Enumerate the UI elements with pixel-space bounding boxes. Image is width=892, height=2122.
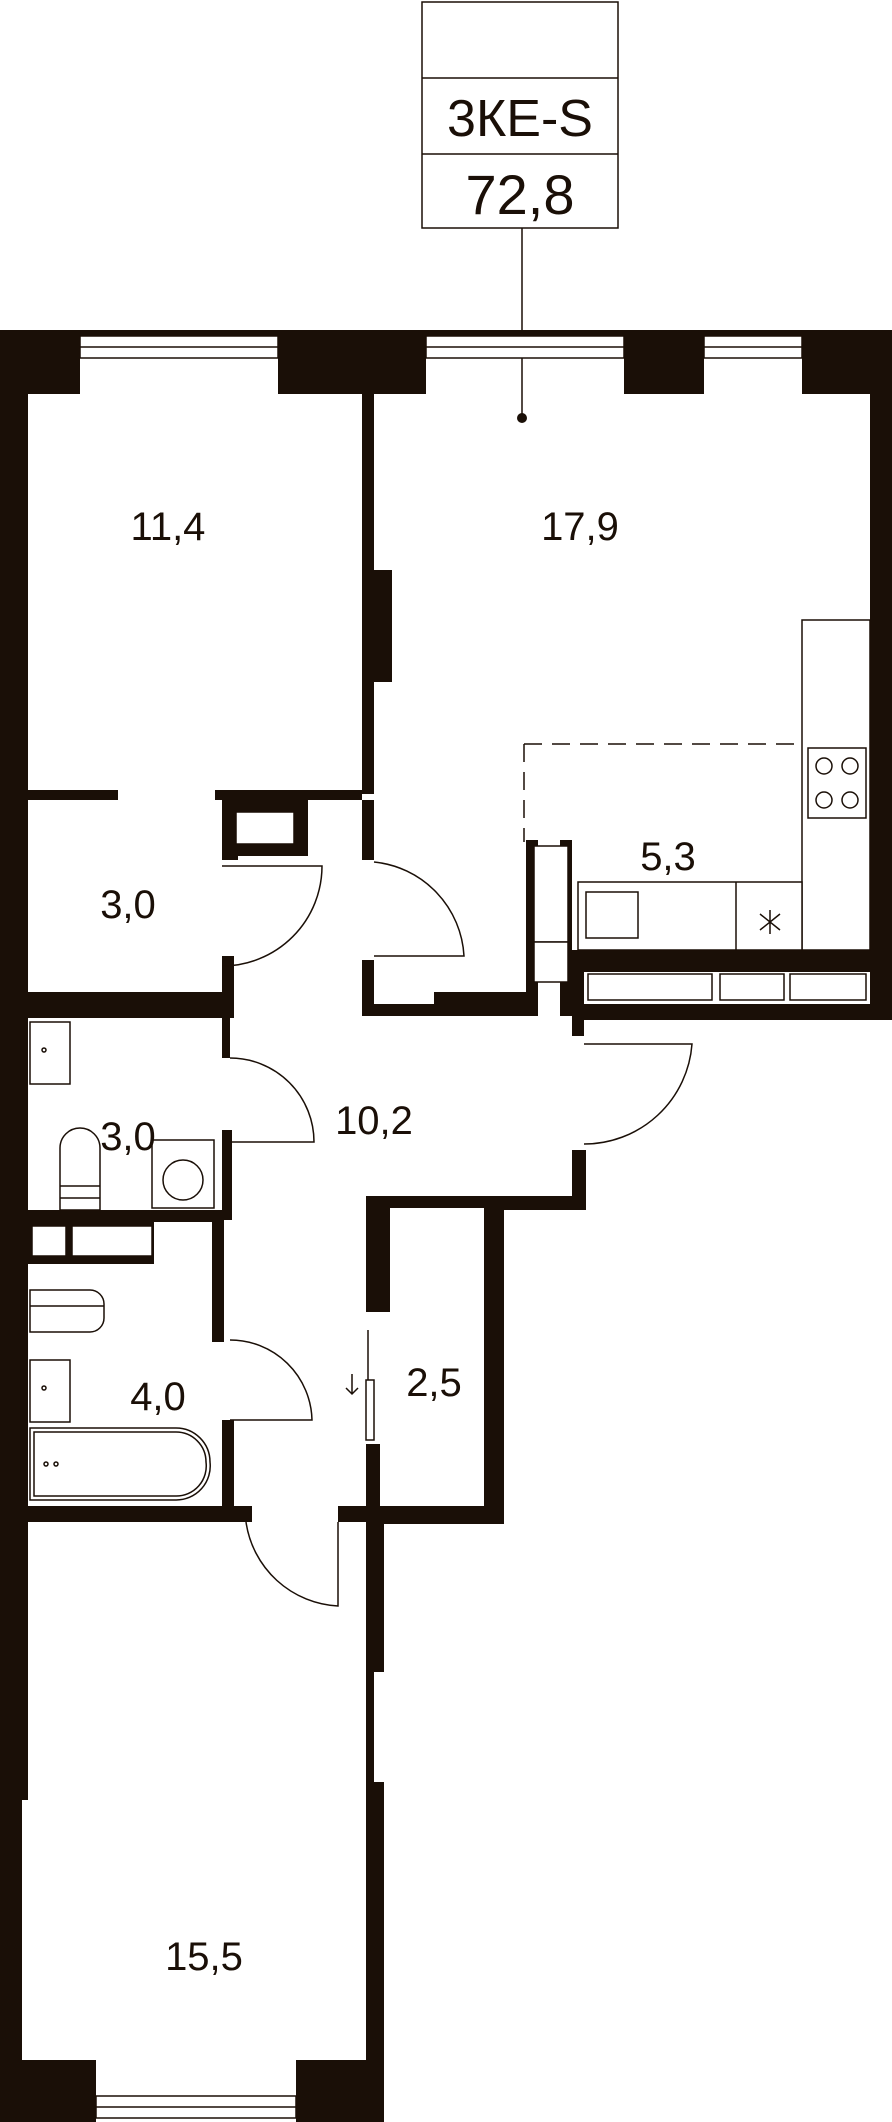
room-area-bathroom: 4,0 <box>130 1375 186 1419</box>
bathroom-fixtures <box>29 1289 211 1501</box>
room-area-kitchen: 5,3 <box>640 835 696 879</box>
wc-fixtures <box>29 1021 215 1211</box>
room-area-hall: 10,2 <box>335 1099 413 1143</box>
room-area-bedroom-bottom: 15,5 <box>165 1935 243 1979</box>
apartment-tag: 3КЕ-S 72,8 <box>421 1 619 423</box>
room-area-wc: 3,0 <box>100 1115 156 1159</box>
tag-pointer-dot <box>517 413 527 423</box>
kitchen-fixtures <box>523 619 871 1001</box>
walls <box>0 330 892 2122</box>
room-labels: 11,4 17,9 5,3 3,0 10,2 3,0 4,0 2,5 15,5 <box>100 505 696 1979</box>
total-area-label: 72,8 <box>466 163 575 226</box>
doors <box>221 861 693 1607</box>
room-area-living-room: 17,9 <box>541 505 619 549</box>
room-area-closet: 2,5 <box>406 1361 462 1405</box>
apartment-type-label: 3КЕ-S <box>447 90 593 148</box>
room-area-bedroom-top: 11,4 <box>131 505 206 549</box>
room-area-storage-top: 3,0 <box>100 883 156 927</box>
